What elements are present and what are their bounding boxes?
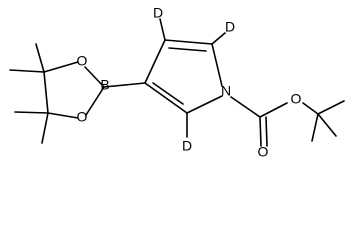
atom-label-b: B [100, 77, 109, 93]
bond-methyl-2 [9, 69, 45, 73]
bond-c4-c5 [164, 39, 213, 45]
atom-label-o-lower: O [77, 109, 88, 125]
bond-oester-ctbu [302, 102, 319, 115]
bond-n-c2 [186, 95, 223, 114]
boc-group [230, 96, 345, 147]
bond-b-c3 [103, 82, 146, 88]
bond-b-o-upper [84, 66, 105, 88]
atom-label-d-top: D [153, 5, 163, 21]
atom-label-o-upper: O [77, 53, 88, 69]
bond-c4-d [159, 18, 166, 41]
bond-c5-d [211, 32, 226, 45]
bond-o-upper-c [43, 61, 79, 73]
bond-methyl-1 [35, 43, 45, 73]
structure-diagram: D D D N B O O O O [9, 5, 345, 160]
molecule-drawing: D D D N B O O O O [9, 5, 345, 160]
atom-label-d-bottom: D [182, 138, 192, 154]
bond-tbu-methyl-2 [317, 113, 337, 137]
bond-cc-ring [43, 71, 49, 114]
atom-label-o-carbonyl: O [258, 144, 269, 160]
bond-methyl-3 [14, 111, 49, 114]
bond-c2-c3 [144, 82, 188, 114]
atom-label-o-ester: O [291, 91, 302, 107]
bond-b-o-lower [85, 86, 105, 116]
bond-c2-c3-double [152, 82, 184, 105]
bond-methyl-4 [41, 112, 49, 144]
atom-label-d-right: D [225, 19, 235, 35]
pinacol-ring [9, 43, 105, 144]
bond-carbonyl-oester [259, 102, 288, 118]
bond-c3-c4 [144, 39, 166, 84]
atom-label-n: N [221, 83, 231, 99]
bond-tbu-methyl-1 [317, 100, 345, 115]
bond-co-double-a [259, 116, 262, 147]
atom-labels: D D D N B O O O O [77, 5, 302, 160]
pyrrole-ring [103, 18, 226, 138]
bond-co-double-b [265, 116, 268, 147]
bond-n-carbonyl [230, 96, 261, 118]
bond-tbu-methyl-3 [311, 113, 319, 142]
bond-o-lower-c [47, 112, 79, 119]
bond-c5-n [211, 43, 223, 87]
bond-c4-c5-double [168, 47, 207, 52]
